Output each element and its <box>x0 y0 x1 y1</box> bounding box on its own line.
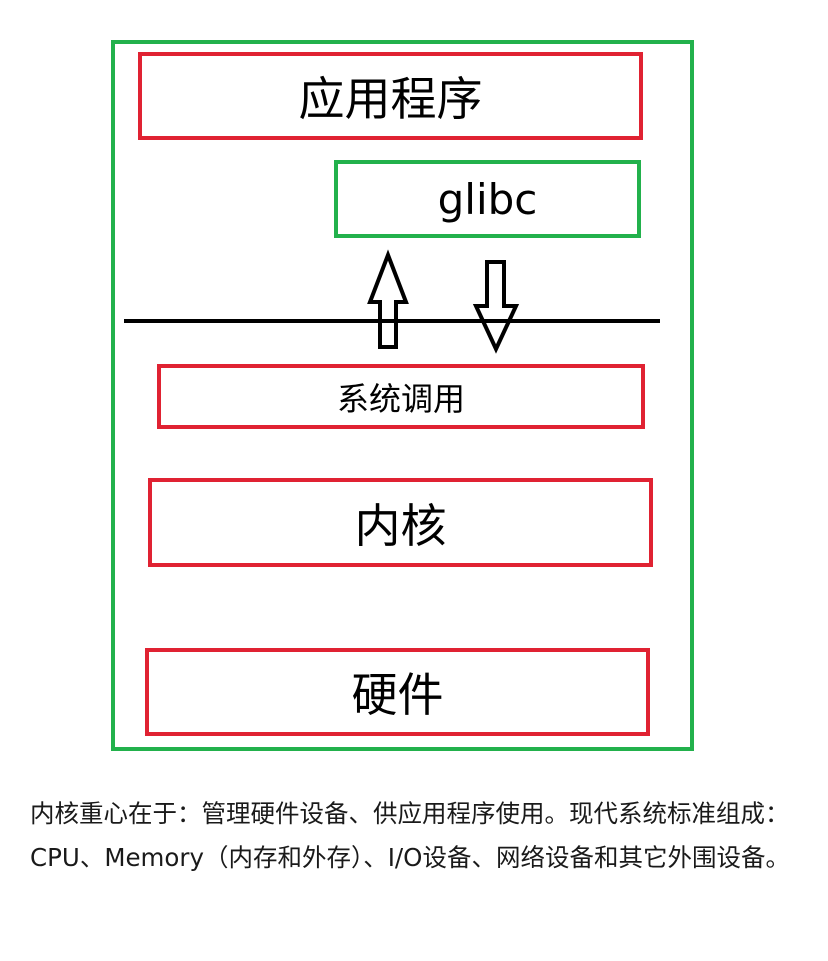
down-arrow-icon <box>472 260 520 354</box>
caption-text: 内核重心在于：管理硬件设备、供应用程序使用。现代系统标准组成：CPU、Memor… <box>30 799 790 872</box>
kernel-layer: 内核 <box>148 478 653 567</box>
glibc-layer: glibc <box>334 160 641 238</box>
kernel-label: 内核 <box>354 498 447 553</box>
os-architecture-frame <box>111 40 694 751</box>
user-kernel-boundary-line <box>124 319 660 323</box>
application-layer: 应用程序 <box>138 52 643 140</box>
system-call-layer: 系统调用 <box>157 364 645 429</box>
up-arrow-icon <box>367 249 409 349</box>
application-label: 应用程序 <box>298 72 483 126</box>
system-call-label: 系统调用 <box>336 379 465 418</box>
glibc-label: glibc <box>437 174 538 224</box>
hardware-label: 硬件 <box>351 668 444 722</box>
hardware-layer: 硬件 <box>145 648 650 736</box>
